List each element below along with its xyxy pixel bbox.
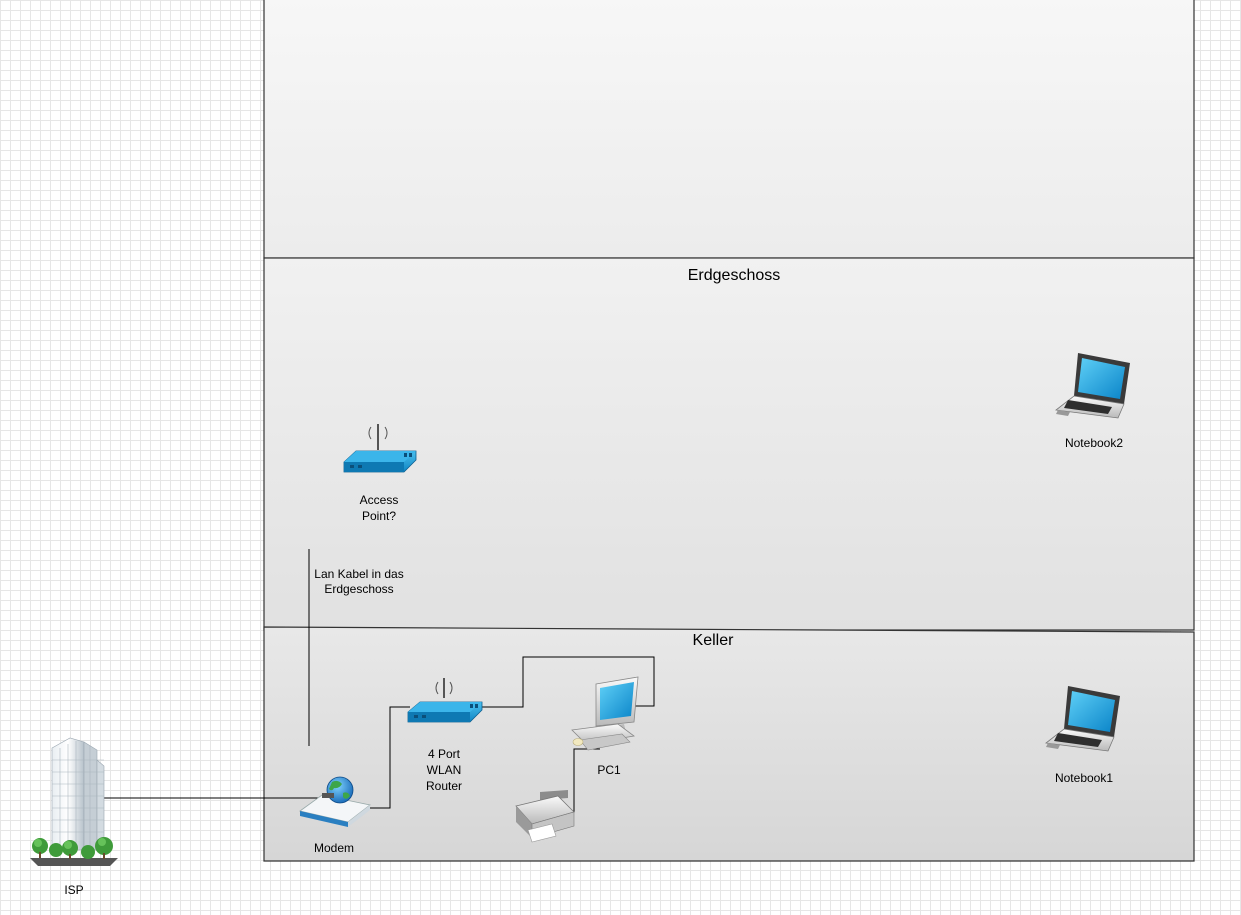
desktop-computer-icon [571, 676, 639, 751]
isp-label: ISP [64, 883, 83, 897]
router-label-line2: WLAN [427, 763, 462, 777]
access-point-label-line2: Point? [362, 509, 396, 523]
notebook2-label: Notebook2 [1065, 436, 1123, 450]
ground-floor [263, 257, 1195, 631]
router-pc-cable [482, 656, 655, 708]
wireless-router-icon [407, 678, 483, 723]
router-label-line3: Router [426, 779, 462, 793]
wireless-router-icon [343, 424, 417, 473]
access-point-label-line1: Access [360, 493, 399, 507]
router-label-line1: 4 Port [428, 747, 461, 761]
modem-router-cable [366, 706, 410, 809]
ground-floor-label: Erdgeschoss [688, 267, 781, 284]
laptop-icon [1044, 686, 1120, 752]
building-floors [263, 0, 1195, 862]
notebook1-label: Notebook1 [1055, 771, 1113, 785]
office-building-icon [30, 737, 118, 866]
lan-cable-label-line2: Erdgeschoss [324, 582, 393, 596]
basement-label: Keller [693, 632, 735, 649]
lan-cable-label-line1: Lan Kabel in das [314, 567, 403, 581]
basement-floor [263, 626, 1195, 862]
modem-label: Modem [314, 841, 354, 855]
pc-label: PC1 [597, 763, 621, 777]
laptop-icon [1054, 353, 1130, 419]
top-floor [263, 0, 1195, 259]
printer-icon [515, 790, 575, 843]
modem-globe-icon [299, 776, 371, 827]
